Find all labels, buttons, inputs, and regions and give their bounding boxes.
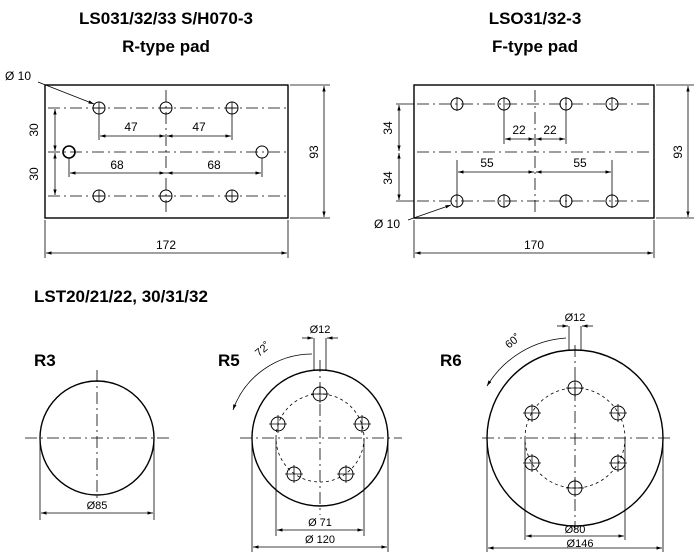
- r6-angle-arc: [486, 337, 567, 387]
- r-pad-dim-47-left-label: 47: [124, 120, 138, 134]
- r6-angle-label: 60˚: [503, 332, 523, 351]
- r-pad-dim-width-label: 172: [156, 238, 176, 252]
- f-pad-hole-dia-label: Ø 10: [374, 217, 400, 231]
- r6-dim-dia-label: Ø146: [567, 538, 594, 550]
- r-pad-title-type: R-type pad: [122, 37, 210, 56]
- f-pad-holes: [450, 97, 619, 208]
- f-pad-title-type: F-type pad: [492, 37, 578, 56]
- r5-dim-pcd-label: Ø 71: [308, 517, 332, 529]
- f-pad-dim-22-right-label: 22: [543, 123, 557, 137]
- r5-label: R5: [218, 351, 240, 370]
- r3-dim-dia-label: Ø85: [87, 500, 108, 512]
- f-pad-dim-34-top-label: 34: [381, 121, 395, 135]
- r-pad-title-model: LS031/32/33 S/H070-3: [79, 9, 253, 28]
- f-pad-hole-leader: [407, 204, 452, 221]
- r6-pad-drawing: R6 Ø12 60˚: [440, 312, 672, 552]
- r-pad-dim-68-right-label: 68: [207, 158, 221, 172]
- f-pad-outline: [413, 84, 655, 219]
- f-pad-dim-22-left-label: 22: [512, 123, 526, 137]
- r5-pad-drawing: R5 Ø12 72˚ Ø 71: [218, 324, 402, 552]
- f-type-pad-drawing: LSO31/32-3 F-type pad: [374, 9, 694, 258]
- r-pad-dim-30-top-label: 30: [27, 123, 41, 137]
- r-pad-dim-height-label: 93: [307, 145, 321, 159]
- r-pad-dim-47-right-label: 47: [192, 120, 206, 134]
- r-type-pad-drawing: LS031/32/33 S/H070-3 R-type pad Ø 10: [5, 9, 330, 258]
- r5-dim-hole-label: Ø12: [310, 324, 331, 336]
- f-pad-dim-width-label: 170: [524, 238, 544, 252]
- r-pad-hole-leader: [37, 81, 95, 105]
- r6-dim-hole-label: Ø12: [565, 312, 586, 324]
- r-pad-outline: [44, 84, 289, 219]
- f-pad-dim-55-left-label: 55: [480, 156, 494, 170]
- r5-holes: [269, 385, 371, 483]
- f-pad-dim-34-bottom-label: 34: [381, 171, 395, 185]
- r-pad-holes: [62, 101, 269, 203]
- r-pad-dim-30-bottom-label: 30: [27, 167, 41, 181]
- r6-dim-pcd-label: Ø80: [565, 524, 586, 536]
- round-pads-title: LST20/21/22, 30/31/32: [34, 287, 208, 306]
- r6-label: R6: [440, 351, 462, 370]
- r-pad-hole-dia-label: Ø 10: [5, 69, 31, 83]
- r6-holes: [523, 379, 627, 497]
- r5-dim-dia-label: Ø 120: [305, 534, 335, 546]
- r5-angle-label: 72˚: [253, 340, 273, 359]
- r5-angle-arc: [232, 353, 313, 411]
- f-pad-dim-height-label: 93: [671, 145, 685, 159]
- f-pad-dim-55-right-label: 55: [573, 156, 587, 170]
- r3-pad-drawing: R3 Ø85: [25, 351, 169, 520]
- f-pad-title-model: LSO31/32-3: [489, 9, 582, 28]
- r-pad-dim-68-left-label: 68: [110, 158, 124, 172]
- r3-label: R3: [34, 351, 56, 370]
